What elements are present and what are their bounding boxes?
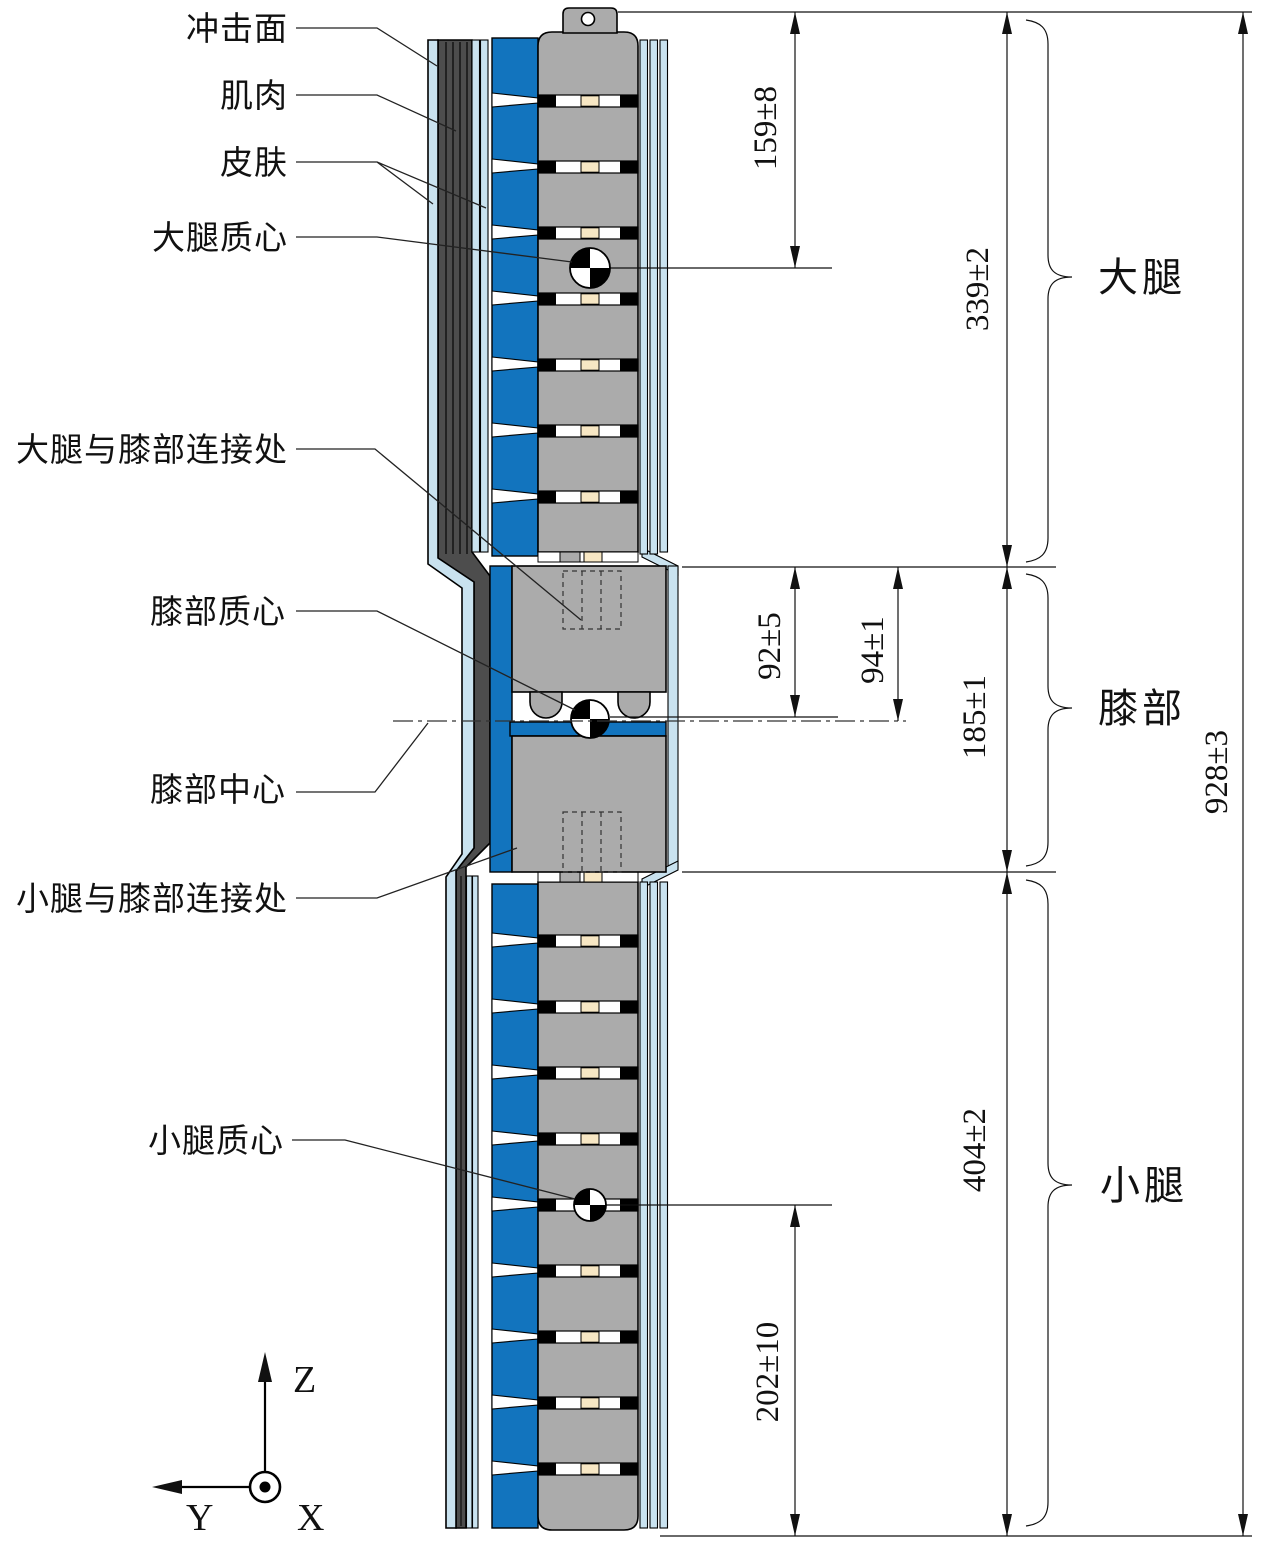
outer-skin-layer	[427, 39, 475, 1529]
mounting-bracket	[562, 7, 618, 34]
y-axis-label: Y	[186, 1497, 213, 1539]
dim-text-339: 339±2	[960, 247, 996, 331]
shank-knee-mortise-hidden-lines	[562, 811, 622, 873]
thigh-knee-joint-label: 大腿与膝部连接处	[16, 432, 288, 469]
cog-symbol-thigh	[569, 247, 611, 289]
z-axis-arrowhead	[258, 1352, 272, 1382]
leader-knee-cog	[296, 610, 576, 711]
section-label-shank: 小腿	[1100, 1163, 1188, 1208]
cog-symbol-shank	[573, 1188, 607, 1222]
section-brace-shank	[1025, 879, 1073, 1527]
shank-knee-joint-label: 小腿与膝部连接处	[16, 881, 288, 918]
x-axis-label: X	[297, 1497, 324, 1539]
inner-skin-strips-shank	[465, 875, 479, 1529]
cog-symbol-knee	[570, 699, 610, 739]
leader-thigh-cog	[296, 236, 573, 263]
section-label-knee: 膝部	[1098, 686, 1186, 731]
dimension-404: 404±2	[957, 872, 1012, 1536]
impact-face-label: 冲击面	[186, 11, 288, 48]
leader-knee-center	[296, 722, 429, 793]
coordinate-triad: Z Y X	[152, 1352, 324, 1539]
callout-leaders	[292, 27, 582, 1200]
skin-label: 皮肤	[220, 145, 288, 182]
section-brace-thigh	[1025, 19, 1073, 563]
dimension-159: 159±8	[748, 12, 800, 268]
knee-upper-block	[511, 565, 667, 693]
dim-text-159: 159±8	[748, 86, 784, 170]
dim-text-404: 404±2	[957, 1108, 993, 1192]
flesh-foam-shank	[491, 883, 539, 1529]
dim-text-202: 202±10	[750, 1322, 786, 1423]
dimension-92: 92±5	[752, 567, 800, 717]
leader-shank-cog	[292, 1139, 576, 1200]
extension-lines	[618, 11, 1252, 1537]
thigh-cog-label: 大腿质心	[152, 220, 288, 257]
dim-text-928: 928±3	[1199, 730, 1235, 814]
x-axis-dot	[259, 1481, 271, 1493]
femur-segment-column	[537, 31, 639, 563]
knee-condyle-bumps	[529, 691, 651, 719]
knee-cog-label: 膝部质心	[150, 594, 286, 631]
shank-cog-label: 小腿质心	[148, 1123, 284, 1160]
dimension-94: 94±1	[855, 567, 903, 721]
dimension-339: 339±2	[960, 12, 1012, 567]
leader-muscle	[296, 94, 457, 132]
bracket-hole	[580, 11, 596, 27]
knee-lower-block	[511, 735, 667, 873]
thigh-knee-mortise-hidden-lines	[562, 570, 622, 630]
z-axis-label: Z	[293, 1359, 316, 1401]
right-skin-shank	[639, 860, 679, 1529]
flesh-foam-thigh	[491, 37, 539, 557]
knee-center-label: 膝部中心	[150, 772, 286, 809]
leader-skin	[296, 161, 487, 209]
leader-impact-face	[296, 27, 438, 67]
inner-skin-strips-thigh	[471, 39, 489, 553]
dimension-928: 928±3	[1199, 12, 1248, 1536]
right-skin-thigh	[639, 39, 679, 576]
dimension-202: 202±10	[750, 1205, 800, 1536]
muscle-label: 肌肉	[220, 79, 288, 115]
section-label-thigh: 大腿	[1098, 255, 1186, 300]
flesh-foam-knee	[489, 565, 667, 873]
dim-text-94: 94±1	[855, 616, 891, 684]
dim-text-92: 92±5	[752, 612, 788, 680]
y-axis-arrowhead	[152, 1480, 182, 1494]
muscle-lamination-lines	[445, 42, 468, 554]
leader-shank-knee-joint	[296, 847, 518, 899]
leader-thigh-knee-joint	[296, 448, 582, 621]
dimension-185: 185±1	[957, 567, 1012, 872]
dim-text-185: 185±1	[957, 675, 993, 759]
section-brace-knee	[1025, 573, 1073, 867]
